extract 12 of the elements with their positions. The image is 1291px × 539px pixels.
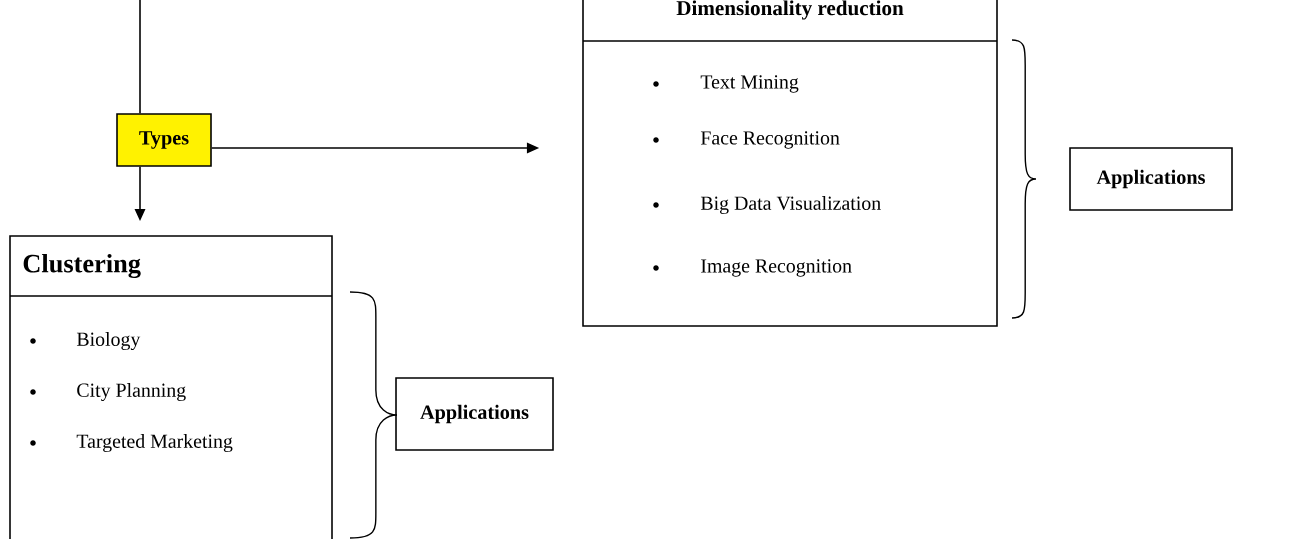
list-item: Image Recognition: [653, 259, 852, 277]
list-item: Big Data Visualization: [653, 195, 881, 214]
list-item: City Planning: [30, 382, 186, 401]
box-heading: Dimensionality reduction: [676, 0, 904, 20]
list-item: Biology: [30, 331, 141, 350]
list-item: Targeted Marketing: [30, 433, 233, 452]
label-box: Applications: [1069, 147, 1233, 211]
label-box: Applications: [395, 377, 554, 451]
list-item: Face Recognition: [653, 131, 840, 149]
box-heading: Clustering: [23, 253, 141, 279]
list-item: Text Mining: [653, 75, 799, 93]
label-box: Types: [116, 113, 212, 167]
